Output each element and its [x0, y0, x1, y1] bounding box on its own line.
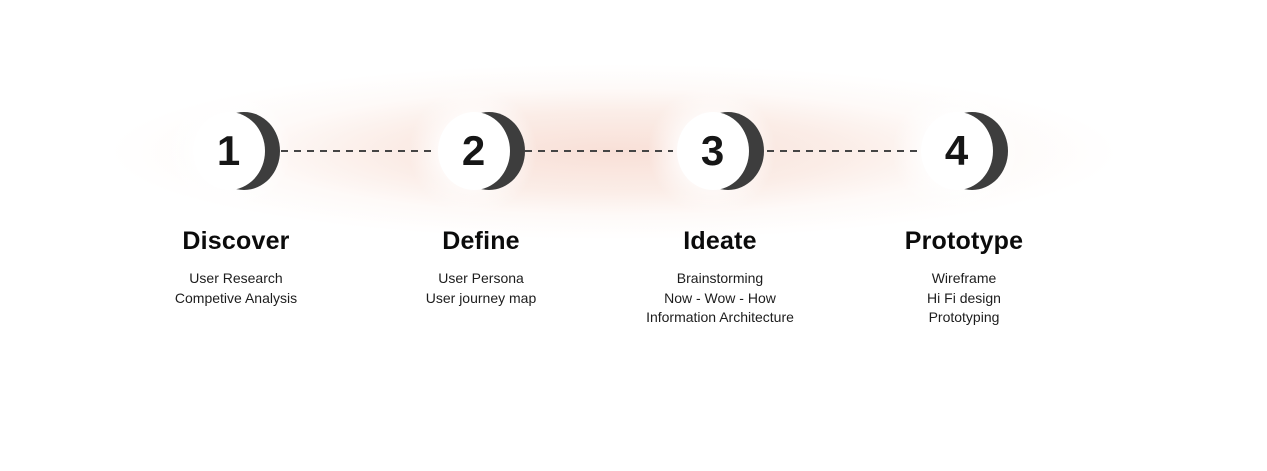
- step-number: 1: [216, 127, 241, 174]
- step-item: Competive Analysis: [174, 289, 298, 306]
- step-number-badge: 2: [437, 112, 525, 190]
- step-number: 3: [700, 127, 725, 174]
- step-item: Brainstorming: [676, 270, 764, 286]
- step-ideate: 3 Ideate Brainstorming Now - Wow - How I…: [595, 112, 845, 328]
- step-title: Ideate: [683, 227, 757, 255]
- number-circle: 1: [192, 112, 265, 190]
- step-number-badge: 1: [192, 112, 280, 190]
- step-items: Wireframe Hi Fi design Prototyping: [927, 269, 1001, 328]
- step-title: Prototype: [904, 227, 1024, 255]
- step-discover: 1 Discover User Research Competive Analy…: [111, 112, 361, 308]
- step-item: Now - Wow - How: [664, 289, 776, 306]
- step-define: 2 Define User Persona User journey map: [356, 112, 606, 308]
- step-items: User Research Competive Analysis: [175, 269, 297, 308]
- step-prototype: 4 Prototype Wireframe Hi Fi design Proto…: [839, 112, 1089, 328]
- step-item: Hi Fi design: [927, 289, 1001, 306]
- step-item: Prototyping: [928, 309, 1000, 325]
- connector-line-1-2: [281, 150, 431, 152]
- step-item: Information Architecture: [646, 309, 794, 325]
- number-circle: 2: [437, 112, 510, 190]
- connector-line-2-3: [525, 150, 673, 152]
- step-number: 2: [461, 127, 486, 174]
- step-item: User Research: [189, 270, 283, 286]
- number-circle: 3: [676, 112, 749, 190]
- step-title: Define: [442, 227, 520, 255]
- connector-line-3-4: [767, 150, 917, 152]
- number-circle: 4: [920, 112, 993, 190]
- step-items: Brainstorming Now - Wow - How Informatio…: [646, 269, 794, 328]
- step-item: User journey map: [425, 289, 537, 306]
- step-title: Discover: [182, 227, 290, 255]
- step-number: 4: [944, 127, 969, 174]
- step-item: Wireframe: [931, 270, 997, 286]
- step-number-badge: 4: [920, 112, 1008, 190]
- step-number-badge: 3: [676, 112, 764, 190]
- step-item: User Persona: [438, 270, 524, 286]
- step-items: User Persona User journey map: [426, 269, 537, 308]
